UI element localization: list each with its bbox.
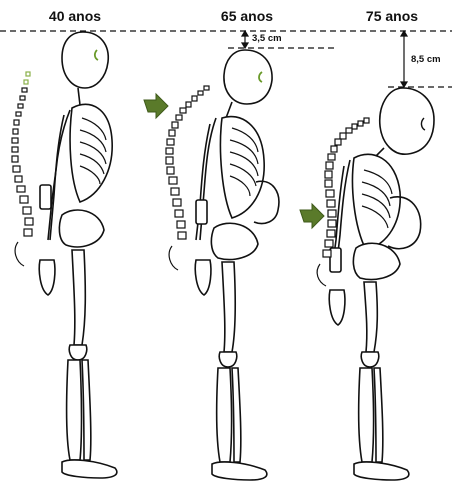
skeleton-75 [329, 88, 434, 480]
age-label-75: 75 anos [347, 8, 437, 24]
skeleton-65 [195, 50, 279, 480]
posture-arrow-75 [300, 204, 324, 228]
age-label-65: 65 anos [202, 8, 292, 24]
spine-40 [12, 72, 33, 266]
measure-arrow-8-5 [401, 31, 407, 87]
measure-label-8-5: 8,5 cm [411, 54, 441, 65]
measure-arrow-3-5 [242, 31, 248, 48]
age-label-40: 40 anos [30, 8, 120, 24]
skeleton-40 [39, 32, 117, 478]
measure-label-3-5: 3,5 cm [252, 33, 282, 44]
posture-arrow-65 [144, 94, 168, 118]
